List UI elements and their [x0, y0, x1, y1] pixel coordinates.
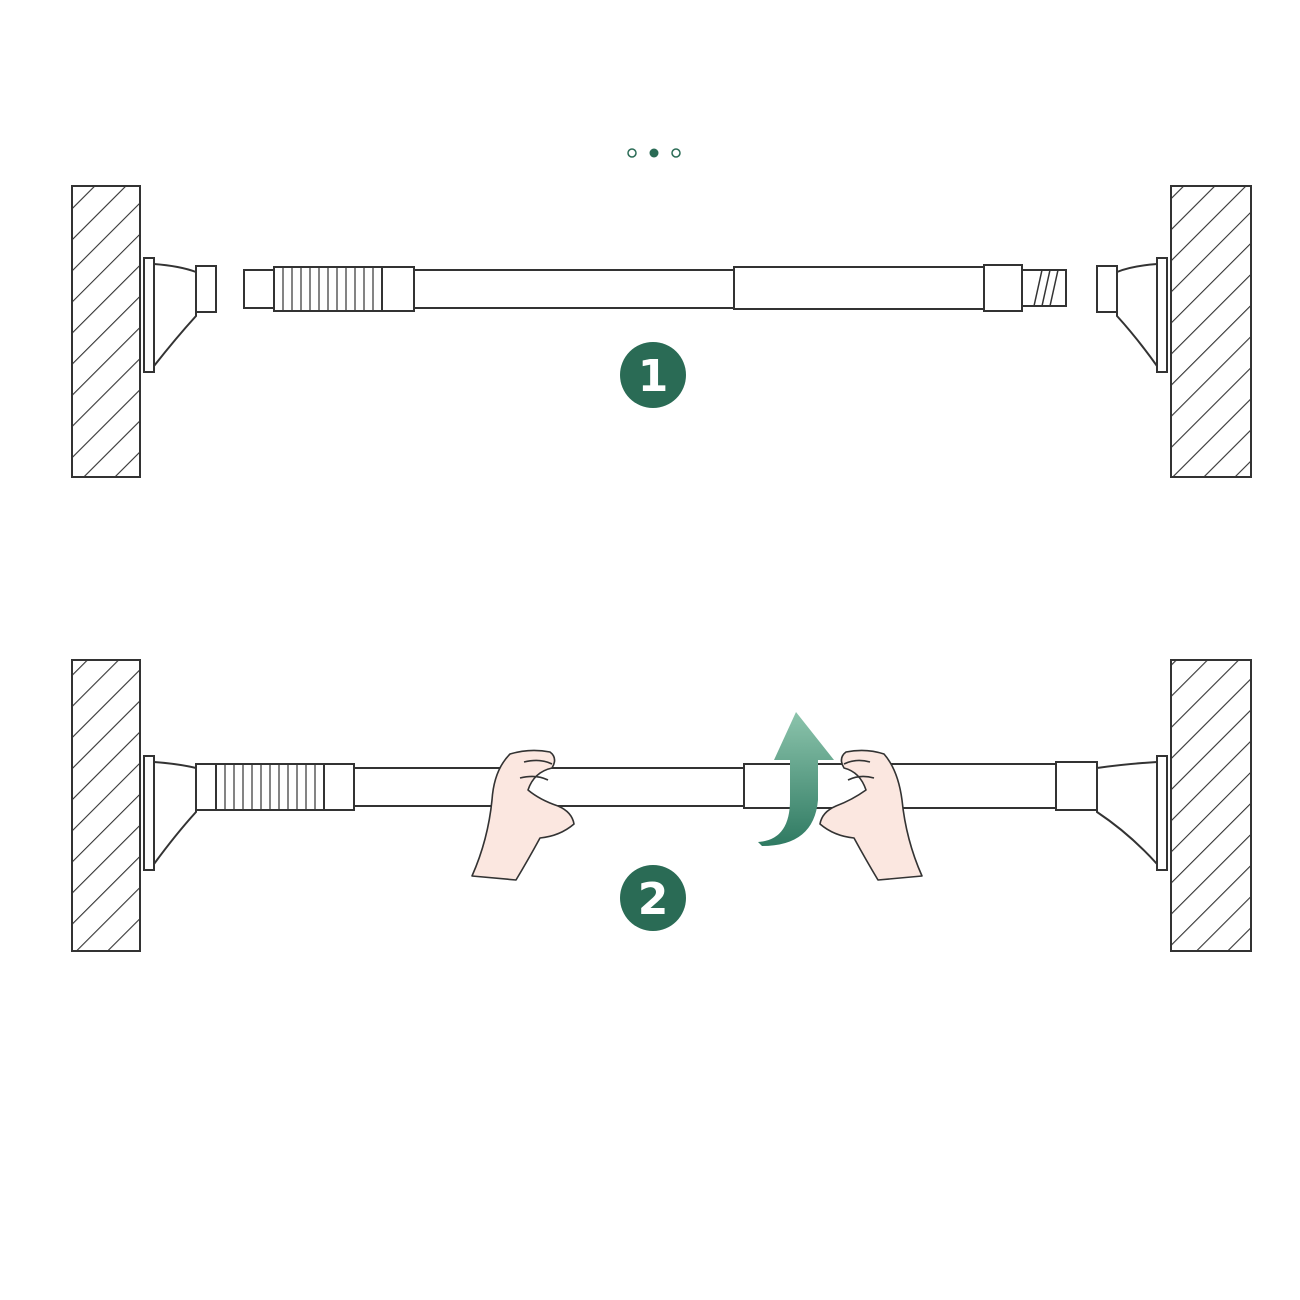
- left-suction-cup: [143, 755, 217, 871]
- inner-tube: [353, 767, 745, 807]
- right-hand-icon: [819, 749, 923, 881]
- inner-tube: [413, 269, 735, 309]
- carousel-dots: [627, 148, 681, 158]
- left-hand-icon: [471, 749, 575, 881]
- outer-tube: [733, 266, 985, 310]
- left-wall: [71, 185, 141, 478]
- carousel-dot-2-active[interactable]: [649, 148, 659, 158]
- step-1-number: 1: [638, 351, 669, 402]
- carousel-dot-1[interactable]: [627, 148, 637, 158]
- step-2-number: 2: [638, 874, 669, 925]
- right-suction-cup: [1096, 755, 1168, 871]
- step-1-panel: [71, 185, 1252, 478]
- threaded-end: [1021, 269, 1067, 307]
- carousel-dot-3[interactable]: [671, 148, 681, 158]
- right-wall: [1170, 185, 1252, 478]
- left-suction-cup: [143, 257, 217, 373]
- step-1-badge: 1: [620, 342, 686, 408]
- right-suction-cup: [1096, 257, 1168, 373]
- curved-up-arrow-icon: [758, 712, 834, 846]
- step-2-badge: 2: [620, 865, 686, 931]
- left-wall: [71, 659, 141, 952]
- right-wall: [1170, 659, 1252, 952]
- rod-assembly: [243, 264, 1067, 312]
- rod-assembly: [215, 761, 1098, 811]
